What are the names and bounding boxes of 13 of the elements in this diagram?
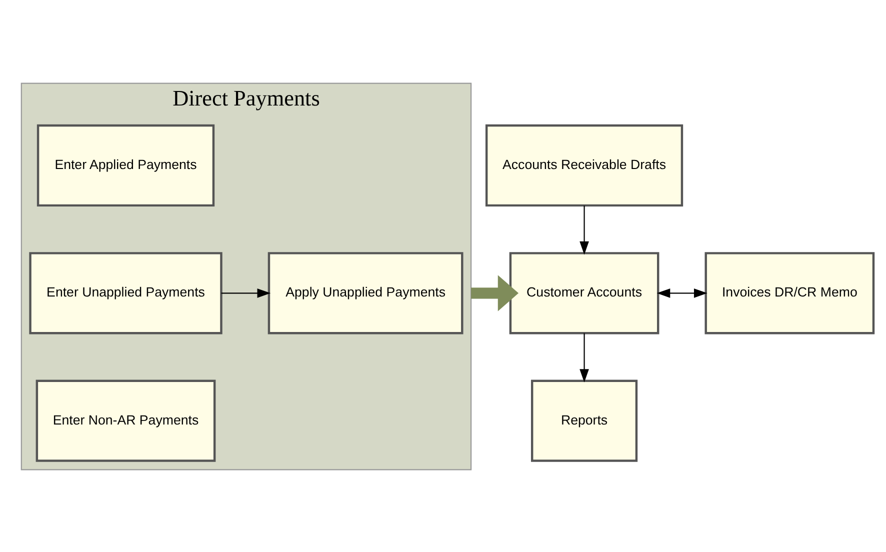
node-box: Customer Accounts (509, 252, 660, 334)
arrow (580, 332, 589, 382)
node-box: Reports (530, 379, 638, 462)
arrow (580, 205, 589, 254)
node-box: Enter Unapplied Payments (29, 252, 222, 334)
node-box: Enter Non-AR Payments (36, 379, 216, 462)
node-box: Enter Applied Payments (36, 124, 215, 206)
arrow (221, 288, 271, 298)
node-box: Apply Unapplied Payments (268, 252, 464, 334)
arrow (656, 288, 708, 298)
arrow (471, 274, 519, 311)
node-box: Accounts Receivable Drafts (485, 124, 684, 206)
node-box: Invoices DR/CR Memo (704, 252, 875, 334)
